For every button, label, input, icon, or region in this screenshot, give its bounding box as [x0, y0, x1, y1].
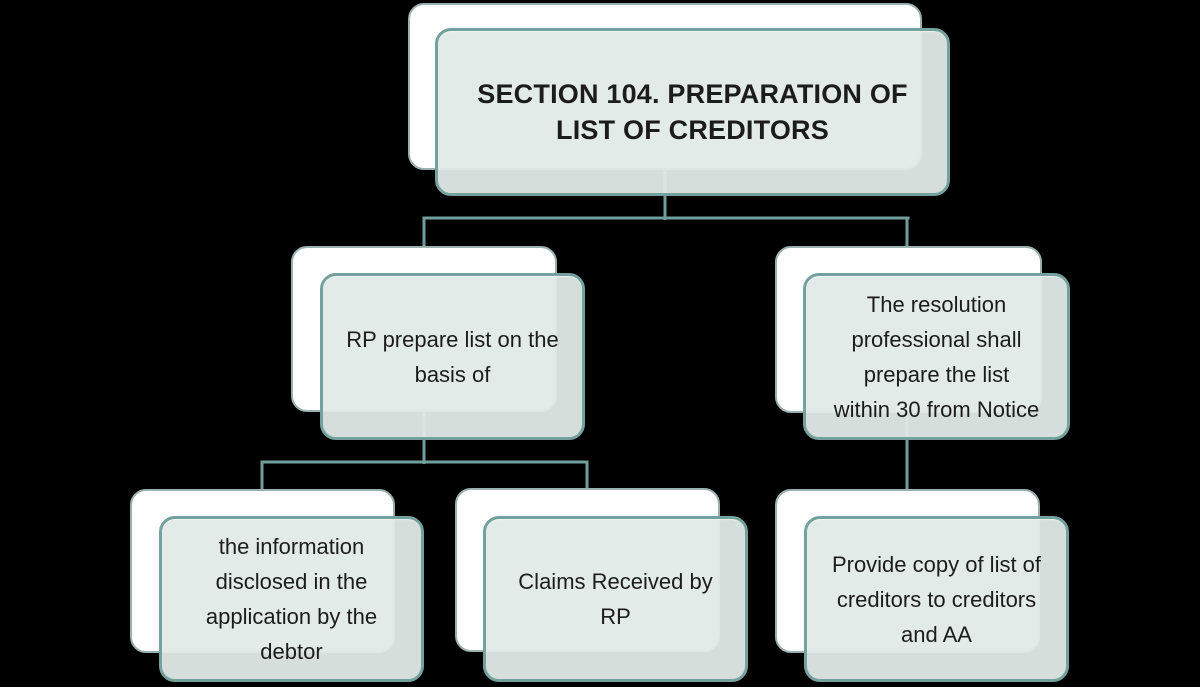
node-information-label: the information disclosed in the applica… [205, 534, 378, 664]
node-resolution-label: The resolution professional shall prepar… [833, 291, 1040, 422]
node-claims-box: Claims Received by RP [483, 516, 748, 682]
node-basis-label: RP prepare list on the basis of [346, 326, 559, 387]
node-root-label: SECTION 104. PREPARATION OF LIST OF CRED… [477, 79, 908, 145]
node-root-box: SECTION 104. PREPARATION OF LIST OF CRED… [435, 28, 950, 196]
node-basis-box: RP prepare list on the basis of [320, 273, 585, 440]
node-resolution-box: The resolution professional shall prepar… [803, 273, 1070, 440]
node-provide-box: Provide copy of list of creditors to cre… [804, 516, 1069, 682]
node-provide-label: Provide copy of list of creditors to cre… [831, 551, 1042, 647]
node-claims-label: Claims Received by RP [518, 569, 713, 629]
node-information-box: the information disclosed in the applica… [159, 516, 424, 682]
